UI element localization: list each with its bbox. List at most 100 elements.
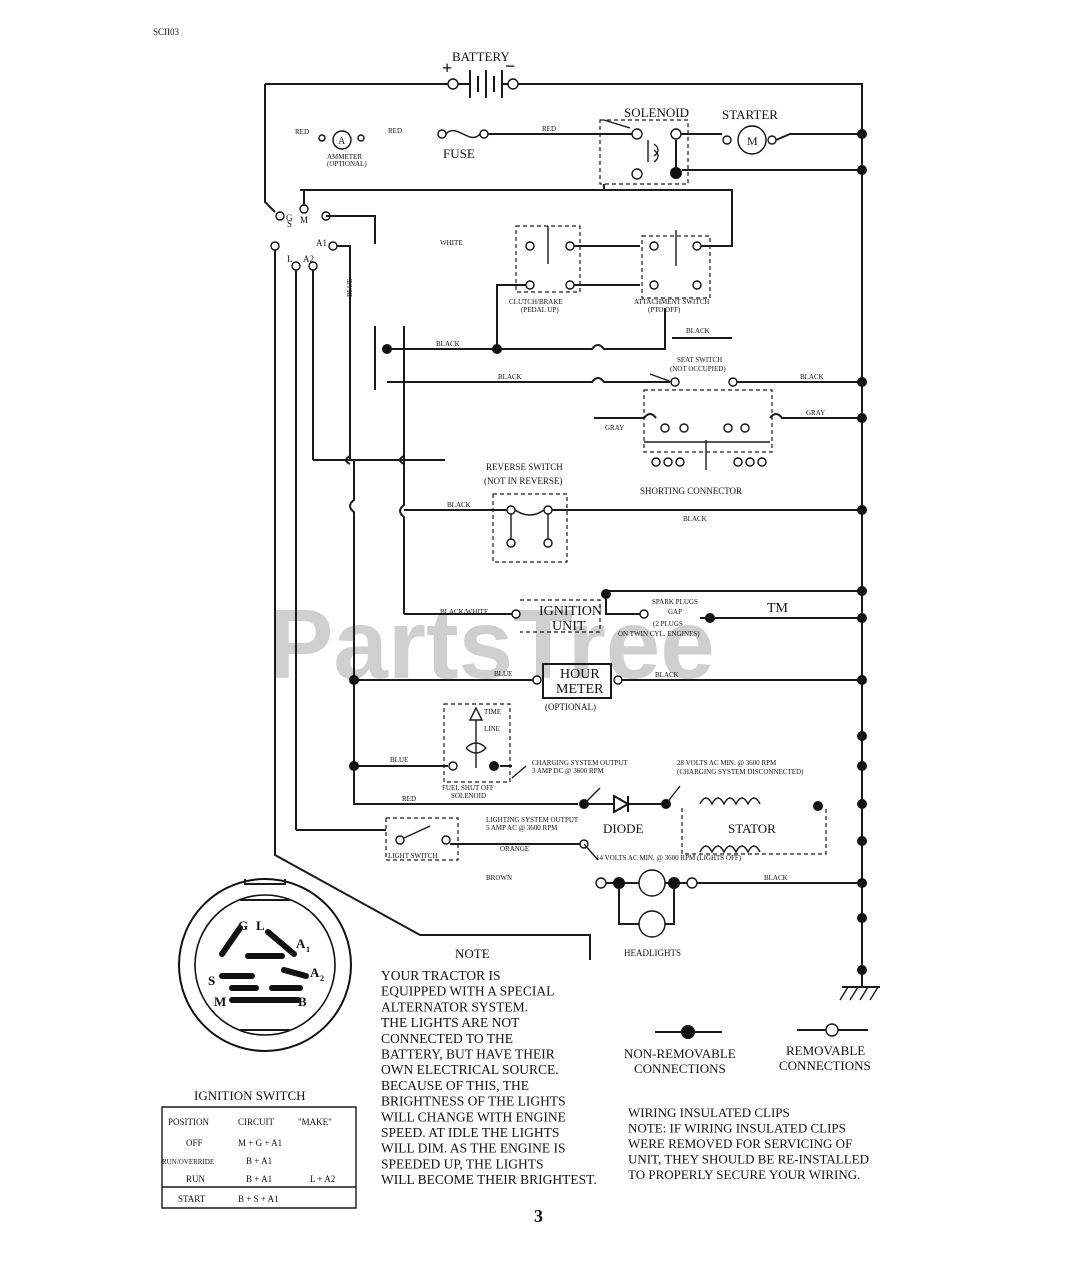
fuel-solenoid-label-1: FUEL SHUT OFF (442, 784, 494, 792)
spark-plugs-label-4: ON TWIN CYL. ENGINES) (618, 630, 700, 638)
note-line: WILL DIM. AS THE ENGINE IS (381, 1141, 565, 1156)
attachment-switch: ATTACHMENT SWITCH (PTO OFF) BLACK (604, 189, 733, 339)
table-row-2-position: RUN (186, 1174, 206, 1184)
wire-brown: BROWN (486, 874, 512, 882)
spark-plugs-label-1: SPARK PLUGS (652, 598, 698, 606)
shorting-connector-label: SHORTING CONNECTOR (640, 486, 742, 496)
ignition-unit-label-2: UNIT (552, 619, 586, 634)
table-header-circuit: CIRCUIT (238, 1117, 275, 1127)
trademark-mark: TM (767, 601, 789, 616)
ammeter-symbol: A (338, 136, 346, 147)
fuel-solenoid-label-2: SOLENOID (451, 792, 486, 800)
seat-switch-label-1: SEAT SWITCH (677, 356, 722, 364)
terminal-s-label: S (287, 219, 292, 229)
note-line: EQUIPPED WITH A SPECIAL (381, 984, 554, 999)
wire-red-fuse: RED (542, 125, 556, 133)
battery-label: BATTERY (452, 49, 510, 64)
table-row-3-position: START (178, 1194, 206, 1204)
reverse-switch-label-1: REVERSE SWITCH (486, 462, 563, 472)
wire-red-diode: RED (402, 795, 416, 803)
wire-black-head: BLACK (764, 874, 788, 882)
note-line: BRIGHTNESS OF THE LIGHTS (381, 1094, 566, 1109)
wire-orange: ORANGE (500, 845, 529, 853)
note-title: NOTE (455, 946, 490, 961)
battery-minus-sign: − (505, 56, 515, 76)
document-code: SCII03 (153, 27, 180, 37)
clutch-brake-label-1: CLUTCH/BRAKE (509, 298, 563, 306)
diode-label: DIODE (603, 821, 643, 836)
starter-label: STARTER (722, 107, 778, 122)
wire-black-rev: BLACK (447, 501, 471, 509)
table-row-2-make: L + A2 (310, 1174, 335, 1184)
wire-gray-left: GRAY (605, 424, 624, 432)
ignition-terminal-block: S M G A1 L A2 BLUE (264, 84, 605, 960)
wire-red-left: RED (295, 128, 309, 136)
switch-face-s: S (208, 973, 215, 988)
note-line: ALTERNATOR SYSTEM. (381, 999, 528, 1014)
wire-black-3: BLACK (498, 373, 522, 381)
wire-black-hour: BLACK (655, 671, 679, 679)
headlights-label: HEADLIGHTS (624, 948, 681, 958)
starter-symbol: M (747, 134, 758, 148)
switch-face-a2: A (310, 965, 320, 980)
wire-red-right: RED (388, 127, 402, 135)
ac-volts-label-1: 28 VOLTS AC MIN. @ 3600 RPM (677, 759, 777, 767)
legend-non-removable-2: CONNECTIONS (634, 1061, 726, 1076)
wire-black-white: BLACK/WHITE (440, 608, 488, 616)
legend-removable-1: REMOVABLE (786, 1043, 865, 1058)
clutch-brake-label-2: (PEDAL UP) (521, 306, 559, 314)
fuel-shutoff-solenoid: BLUE TIME LINE FUEL SHUT OFF SOLENOID (349, 703, 527, 800)
fuse: FUSE RED (437, 125, 632, 161)
connection-legend: NON-REMOVABLE CONNECTIONS REMOVABLE CONN… (624, 1023, 871, 1076)
table-row-2-circuit: B + A1 (246, 1174, 272, 1184)
switch-face-g: G (238, 918, 248, 933)
note-line: WILL BECOME THEIR BRIGHTEST. (381, 1172, 597, 1187)
note-line: SPEEDED UP, THE LIGHTS (381, 1156, 544, 1171)
ac-volts-label-2: (CHARGING SYSTEM DISCONNECTED) (677, 768, 804, 776)
solenoid-label: SOLENOID (624, 105, 689, 120)
lighting-output-label-2: 5 AMP AC @ 3600 RPM (486, 824, 558, 832)
wire-black-1: BLACK (686, 327, 710, 335)
table-row-1-circuit: B + A1 (246, 1156, 272, 1166)
hour-meter-label-1: HOUR (560, 667, 600, 682)
note-line: YOUR TRACTOR IS (381, 968, 501, 983)
seat-switch: SEAT SWITCH (NOT OCCUPIED) BLACK GRAY GR… (594, 356, 862, 496)
light-switch: LIGHT SWITCH ORANGE (296, 817, 580, 861)
terminal-a2-label: A2 (303, 254, 314, 264)
fuel-time-label-2: LINE (484, 725, 500, 733)
solenoid: SOLENOID (599, 105, 862, 185)
ignition-unit-label-1: IGNITION (539, 604, 602, 619)
spark-plugs-label-3: (2 PLUGS (653, 620, 683, 628)
wire-white: WHITE (440, 239, 463, 247)
clutch-brake-switch: CLUTCH/BRAKE (PEDAL UP) WHITE (440, 225, 640, 349)
headlights: BROWN BLACK HEADLIGHTS (486, 869, 862, 958)
switch-face-m: M (214, 994, 226, 1009)
reverse-switch: REVERSE SWITCH (NOT IN REVERSE) BLACK BL… (404, 462, 862, 563)
note-line: SPEED. AT IDLE THE LIGHTS (381, 1125, 559, 1140)
switch-face-l: L (256, 918, 265, 933)
wire-black-seat-right: BLACK (800, 373, 824, 381)
table-row-3-circuit: B + S + A1 (238, 1194, 279, 1204)
fuel-time-label-1: TIME (484, 708, 501, 716)
legend-removable-2: CONNECTIONS (779, 1058, 871, 1073)
hour-meter-label-2: METER (556, 682, 604, 697)
stator-label: STATOR (728, 821, 776, 836)
wire-blue-hour: BLUE (494, 670, 512, 678)
table-row-0-position: OFF (186, 1138, 203, 1148)
wire-black-rev-right: BLACK (683, 515, 707, 523)
left-vertical-wires (345, 326, 405, 766)
wire-blue-vertical: BLUE (346, 279, 354, 297)
hour-meter: BLUE HOUR METER (OPTIONAL) BLACK (349, 663, 862, 712)
black-wiring-middle: BLACK BLACK (374, 308, 670, 390)
terminal-l-label: L (287, 254, 293, 264)
seat-switch-label-2: (NOT OCCUPIED) (670, 365, 726, 373)
wire-black-2: BLACK (436, 340, 460, 348)
spark-plugs-label-2: GAP (668, 608, 682, 616)
note-line: OWN ELECTRICAL SOURCE. (381, 1062, 559, 1077)
note-line: BATTERY, BUT HAVE THEIR (381, 1047, 555, 1062)
watermark: PartsTree (268, 589, 715, 699)
clips-note-line: NOTE: IF WIRING INSULATED CLIPS (628, 1121, 846, 1136)
